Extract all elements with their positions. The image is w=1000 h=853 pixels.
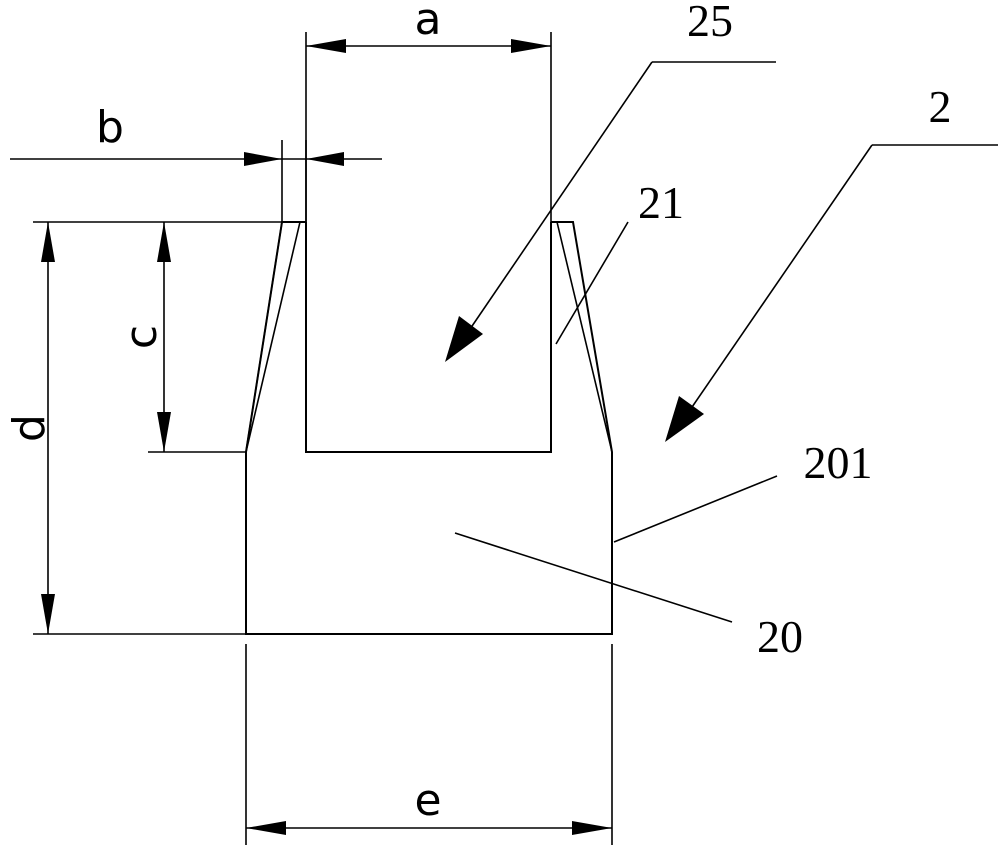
right-lip-inner-edge: [557, 222, 612, 452]
leader-21: 21: [556, 177, 684, 344]
ref-2: 2: [929, 81, 952, 132]
dim-e-label: e: [414, 775, 441, 826]
dim-a-arrow-left: [306, 39, 346, 53]
dim-e-arrow-left: [246, 821, 286, 835]
dim-a-arrow-right: [511, 39, 551, 53]
left-lip-inner-edge: [246, 222, 300, 452]
dim-a-label: a: [415, 0, 442, 45]
leader-2-line: [690, 145, 872, 410]
ref-20: 20: [757, 611, 803, 662]
ref-201: 201: [804, 437, 873, 488]
dim-b-arrow-left: [244, 152, 282, 166]
dim-b-label: b: [96, 102, 124, 153]
left-lip-taper: [246, 222, 282, 452]
dimension-e: e: [246, 644, 612, 845]
dim-e-arrow-right: [572, 821, 612, 835]
leader-20-line: [455, 533, 732, 622]
leader-2: 2: [665, 81, 998, 442]
leader-201: 201: [614, 437, 873, 542]
dim-b-arrow-right: [306, 152, 344, 166]
leader-201-line: [614, 476, 777, 542]
leader-25-arrowhead: [445, 316, 483, 362]
leader-2-arrowhead: [665, 396, 704, 442]
dimension-a: a: [306, 0, 551, 222]
leader-25-line: [468, 62, 652, 332]
part-outline: [246, 222, 612, 634]
dimension-d: d: [4, 222, 282, 634]
leader-20: 20: [455, 533, 803, 662]
ref-25: 25: [687, 0, 733, 46]
dim-d-arrow-bottom: [41, 594, 55, 634]
base-block-outline: [246, 452, 612, 634]
leader-21-line: [556, 222, 628, 344]
slot-outline: [306, 222, 551, 452]
dim-c-arrow-top: [157, 222, 171, 262]
dim-c-arrow-bottom: [157, 412, 171, 452]
ref-21: 21: [638, 177, 684, 228]
dimension-b: b: [10, 102, 382, 222]
dim-d-label: d: [4, 414, 55, 442]
dimension-c: c: [116, 222, 246, 452]
dim-c-label: c: [116, 325, 167, 349]
leader-25: 25: [445, 0, 776, 362]
dim-d-arrow-top: [41, 222, 55, 262]
